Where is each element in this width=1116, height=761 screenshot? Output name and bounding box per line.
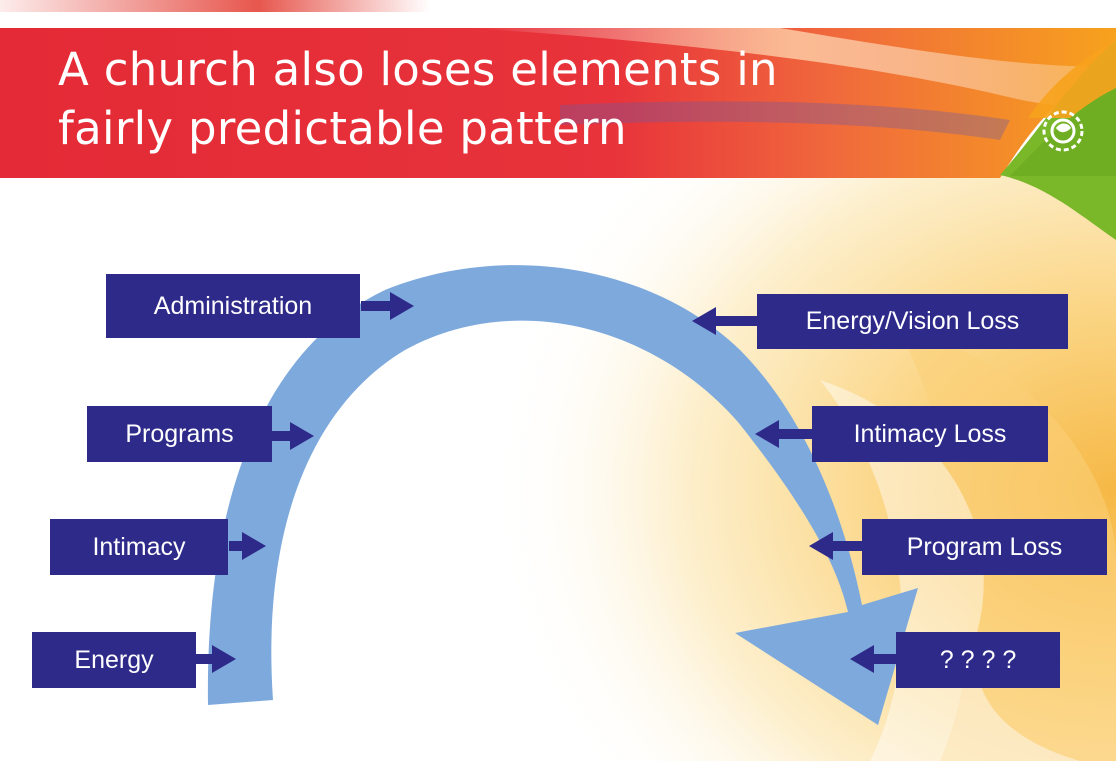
label-energy: Energy: [32, 632, 196, 688]
label-programs: Programs: [87, 406, 272, 462]
flow-arc-arrow: [207, 265, 918, 725]
title-line-2: fairly predictable pattern: [58, 102, 627, 155]
label-energy-vision-loss: Energy/Vision Loss: [757, 294, 1068, 349]
loss-arrows: [692, 307, 896, 673]
globe-logo-icon: [1042, 110, 1084, 152]
growth-arrows: [196, 292, 414, 673]
slide-title: A church also loses elements in fairly p…: [58, 40, 998, 158]
label-intimacy-loss: Intimacy Loss: [812, 406, 1048, 462]
title-line-1: A church also loses elements in: [58, 43, 778, 96]
label-unknown: ? ? ? ?: [896, 632, 1060, 688]
label-administration: Administration: [106, 274, 360, 338]
label-program-loss: Program Loss: [862, 519, 1107, 575]
label-intimacy: Intimacy: [50, 519, 228, 575]
